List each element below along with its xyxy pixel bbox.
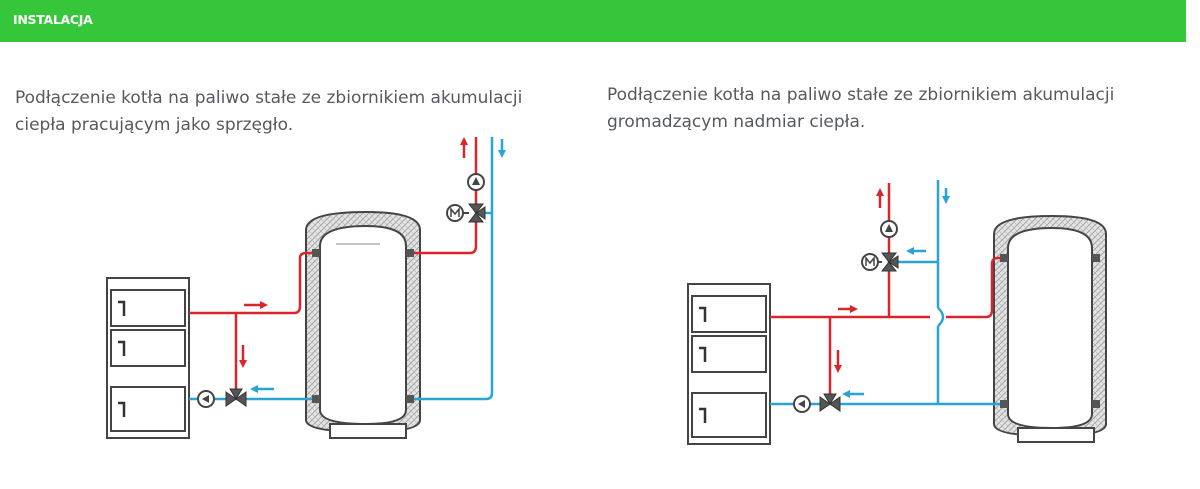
flow-arrow-icon [239, 137, 506, 393]
hot-pipe [189, 137, 478, 398]
caption-line: gromadzącym nadmiar ciepła. [607, 112, 866, 132]
pump-icon [880, 220, 898, 238]
caption-line: Podłączenie kotła na paliwo stałe ze zbi… [15, 88, 523, 108]
section-title: INSTALACJA [13, 12, 93, 27]
caption-line: ciepła pracującym jako sprzęgło. [15, 115, 294, 135]
motor-icon [446, 204, 469, 222]
three-way-valve-icon [819, 393, 841, 412]
diagram-right [687, 180, 1107, 445]
flow-arrow-icon [834, 188, 950, 398]
pump-icon [197, 390, 215, 408]
three-way-valve-icon [880, 252, 899, 272]
boiler [106, 277, 190, 439]
three-way-valve-icon [225, 388, 247, 407]
boiler [687, 283, 771, 445]
diagram-right-caption: Podłączenie kotła na paliwo stałe ze zbi… [607, 82, 1114, 136]
accumulation-tank [993, 214, 1107, 443]
three-way-valve-icon [467, 203, 486, 223]
caption-line: Podłączenie kotła na paliwo stałe ze zbi… [607, 85, 1115, 105]
accumulation-tank [305, 210, 421, 439]
pump-icon [467, 173, 485, 191]
hot-pipe [770, 183, 1000, 403]
section-header: INSTALACJA [0, 0, 1186, 42]
cold-pipe [770, 180, 1000, 406]
diagram-left-caption: Podłączenie kotła na paliwo stałe ze zbi… [15, 85, 522, 139]
diagram-left [106, 137, 506, 439]
pump-icon [793, 395, 811, 413]
motor-icon [861, 253, 882, 271]
